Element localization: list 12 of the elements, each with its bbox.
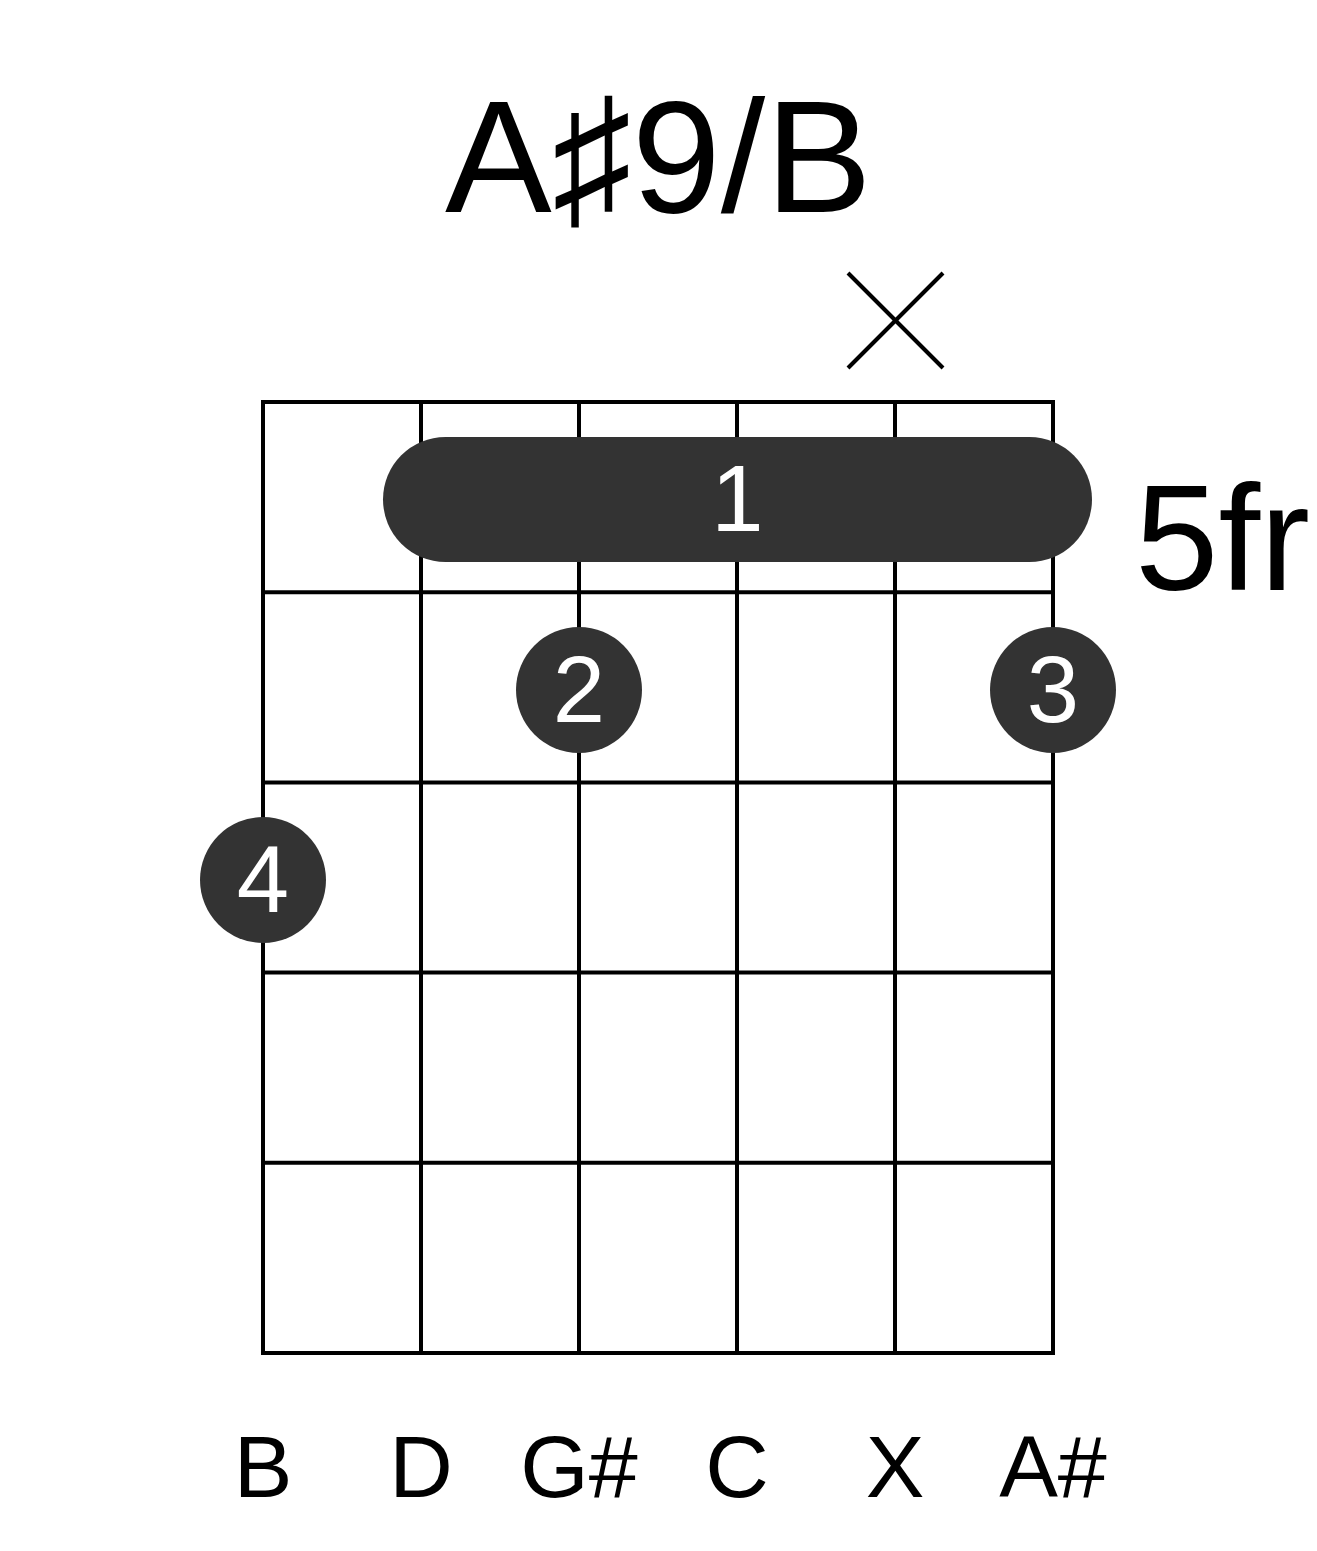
finger-number: 2	[552, 643, 606, 737]
string-note: B	[233, 1422, 293, 1511]
string-note: G#	[520, 1422, 638, 1511]
finger-number: 4	[236, 833, 290, 927]
fret-number: 5fr	[1135, 463, 1311, 613]
chord-title: A♯9/B	[445, 66, 872, 246]
finger-number: 1	[711, 452, 764, 546]
string-note: C	[705, 1422, 769, 1511]
finger-number: 3	[1026, 643, 1080, 737]
string-note: D	[389, 1422, 453, 1511]
string-note: A#	[999, 1422, 1107, 1511]
string-note: X	[865, 1422, 925, 1511]
